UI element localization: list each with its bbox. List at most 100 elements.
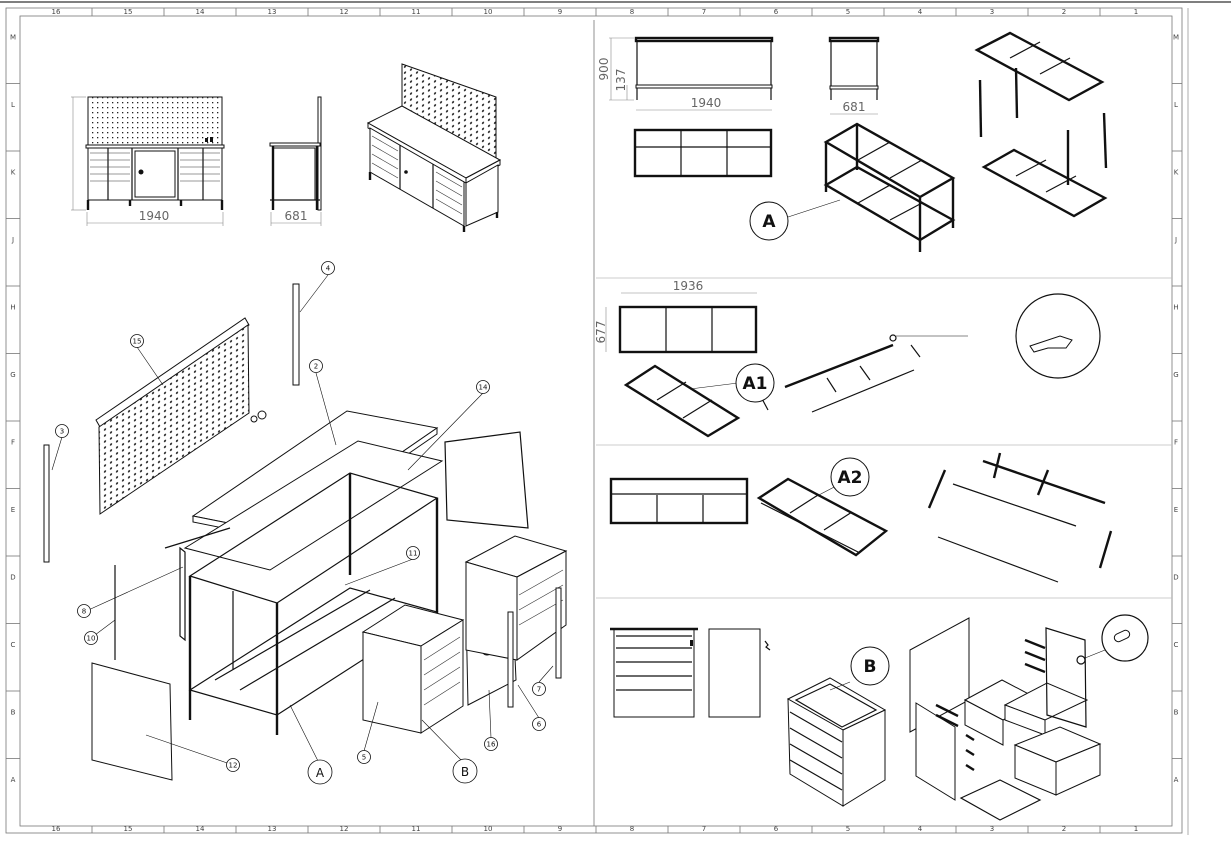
svg-text:12: 12 (229, 762, 238, 770)
svg-text:7: 7 (537, 686, 541, 694)
column-number: 9 (558, 8, 562, 16)
column-number: 10 (484, 825, 493, 833)
dimension-shelf-height: 137 (614, 69, 628, 92)
dimension-width: 1936 (673, 279, 704, 293)
frame-front-view: 900 137 1940 (597, 36, 774, 111)
balloon-14: 14 (476, 380, 490, 394)
svg-text:2: 2 (314, 363, 318, 371)
row-letter: C (11, 641, 16, 649)
svg-text:3: 3 (60, 428, 64, 436)
row-letter: G (10, 371, 15, 379)
column-number: 5 (846, 825, 850, 833)
svg-text:15: 15 (133, 338, 142, 346)
column-number: 11 (412, 8, 421, 16)
column-number: 1 (1134, 8, 1138, 16)
balloon-6: 6 (532, 717, 546, 731)
assembly-front-view: 1940 (71, 96, 225, 226)
column-number: 12 (340, 8, 349, 16)
svg-text:A: A (316, 766, 325, 780)
row-letter: D (10, 574, 15, 582)
svg-text:11: 11 (409, 550, 418, 558)
column-number: 2 (1062, 825, 1066, 833)
detail-balloon-a: A (749, 201, 789, 241)
column-number: 12 (340, 825, 349, 833)
column-number: 8 (630, 825, 634, 833)
row-letter: J (11, 236, 14, 244)
column-number: 15 (124, 8, 133, 16)
detail-balloon-b: B (850, 646, 890, 686)
dimension-depth: 681 (843, 100, 866, 114)
dimension-width: 1940 (691, 96, 722, 110)
row-letter: G (1173, 371, 1178, 379)
svg-text:A1: A1 (743, 374, 768, 394)
column-number: 4 (918, 825, 923, 833)
row-letter: H (1173, 304, 1178, 312)
column-number: 7 (702, 825, 706, 833)
balloon-5: 5 (357, 750, 371, 764)
svg-text:A: A (762, 212, 776, 232)
balloon-10: 10 (84, 631, 98, 645)
svg-text:B: B (864, 657, 877, 677)
column-number: 1 (1134, 825, 1138, 833)
column-number: 4 (918, 8, 923, 16)
row-letter: K (11, 169, 16, 177)
column-number: 16 (52, 8, 61, 16)
row-letter: K (1174, 169, 1179, 177)
subframe-a2-front-view (609, 477, 749, 525)
dimension-depth: 677 (594, 321, 608, 344)
row-letter: L (11, 101, 15, 109)
row-letter: M (10, 34, 16, 42)
subframe-a1-top-view: 1936 677 (594, 279, 758, 354)
row-letter: F (11, 439, 15, 447)
cabinet-b-side-view (708, 628, 771, 718)
svg-text:4: 4 (326, 265, 331, 273)
detail-balloon-a2: A2 (830, 457, 870, 497)
svg-text:16: 16 (487, 741, 496, 749)
subframe-a2-exploded (927, 452, 1113, 583)
row-letter: B (1174, 709, 1179, 717)
cabinet-b-iso-view (786, 677, 887, 807)
row-letter: E (11, 506, 15, 514)
balloons-left: 4 15 2 14 3 11 8 10 12 5 16 6 7 A B (55, 261, 546, 785)
balloon-8: 8 (77, 604, 91, 618)
column-number: 9 (558, 825, 562, 833)
column-number: 13 (268, 8, 277, 16)
column-number: 7 (702, 8, 706, 16)
balloon-4: 4 (321, 261, 335, 275)
frame-side-view: 681 (828, 36, 880, 115)
balloon-16: 16 (484, 737, 498, 751)
svg-text:6: 6 (537, 721, 542, 729)
column-ruler: 1616151514141313121211111010998877665544… (52, 8, 1138, 833)
balloon-11: 11 (406, 546, 420, 560)
balloon-7: 7 (532, 682, 546, 696)
subframe-a1-exploded (759, 293, 1101, 413)
svg-text:B: B (461, 765, 469, 779)
column-number: 10 (484, 8, 493, 16)
dimension-width: 1940 (139, 209, 170, 223)
detail-balloon-a1: A1 (735, 363, 775, 403)
svg-text:14: 14 (479, 384, 488, 392)
cabinet-b-front-view (610, 627, 698, 718)
column-number: 3 (990, 8, 994, 16)
balloon-12: 12 (226, 758, 240, 772)
column-number: 11 (412, 825, 421, 833)
row-letter: M (1173, 34, 1179, 42)
row-letter: H (10, 304, 15, 312)
column-number: 15 (124, 825, 133, 833)
row-letter: F (1174, 439, 1178, 447)
balloon-15: 15 (130, 334, 144, 348)
row-letter: D (1173, 574, 1178, 582)
frame-top-view (633, 128, 773, 178)
frame-iso-view (784, 122, 956, 252)
row-letter: A (11, 776, 16, 784)
column-number: 6 (774, 8, 779, 16)
row-letter: B (11, 709, 16, 717)
subframe-a1-iso-view (623, 364, 741, 438)
dimension-height: 900 (597, 58, 611, 81)
row-letter: C (1174, 641, 1179, 649)
detail-balloon-b: B (452, 758, 478, 784)
svg-text:A2: A2 (838, 468, 863, 488)
column-number: 14 (196, 8, 205, 16)
